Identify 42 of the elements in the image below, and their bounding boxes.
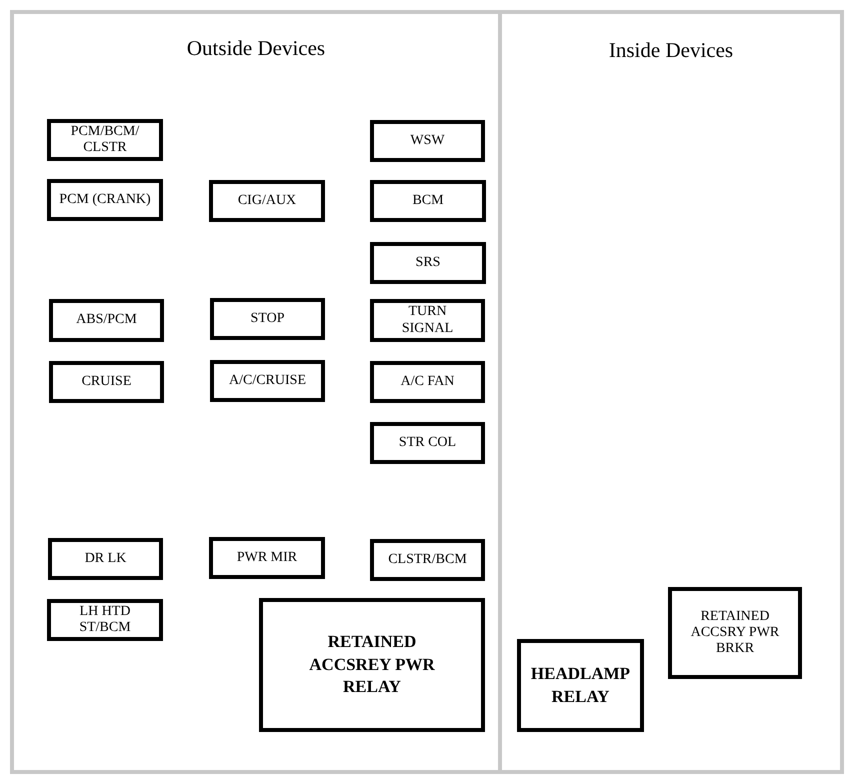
- fuse-box: [209, 537, 325, 579]
- fuse-box: [210, 360, 325, 402]
- box-label: CIG/AUX: [238, 192, 296, 210]
- fuse-box: [47, 599, 163, 641]
- fuse-box: [370, 242, 486, 284]
- box-label: STR COL: [398, 434, 456, 452]
- box-label: ABS/PCM: [76, 312, 137, 329]
- box-label: DR LK: [84, 550, 126, 568]
- fuse-box: [259, 598, 485, 732]
- fuse-box: [49, 361, 164, 403]
- box-label: A/C FAN: [400, 374, 454, 390]
- fuse-box: [668, 587, 802, 679]
- box-label: WSW: [410, 132, 445, 150]
- box-label: PWR MIR: [236, 550, 298, 566]
- fuse-box: [370, 180, 486, 222]
- box-label: CRUISE: [82, 374, 132, 390]
- fuse-box: [517, 639, 644, 732]
- box-label: TURN SIGNAL: [400, 304, 454, 337]
- box-label: RETAINED ACCSREY PWR RELAY: [308, 630, 436, 698]
- fuse-box: [370, 361, 485, 403]
- fuse-box: [49, 299, 164, 342]
- fuse-box: [48, 538, 163, 580]
- fuse-box: [370, 299, 485, 342]
- fuse-box: [209, 180, 325, 222]
- box-label: STOP: [250, 310, 284, 328]
- fuse-box: [210, 298, 325, 340]
- box-label: PCM/BCM/ CLSTR: [70, 124, 140, 156]
- fuse-box: [47, 119, 163, 161]
- fuse-box: [370, 539, 485, 581]
- fuse-box: [370, 422, 485, 464]
- panel-heading: Outside Devices: [186, 36, 326, 61]
- box-label: SRS: [416, 254, 440, 272]
- box-label: RETAINED ACCSRY PWR BRKR: [690, 608, 780, 658]
- box-label: PCM (CRANK): [59, 192, 151, 208]
- fuse-box: [47, 179, 163, 221]
- fuse-box: [370, 120, 485, 162]
- box-label: HEADLAMP RELAY: [530, 662, 632, 708]
- box-label: CLSTR/BCM: [388, 552, 467, 568]
- box-label: BCM: [412, 192, 444, 210]
- panel-heading: Inside Devices: [608, 38, 734, 63]
- box-label: A/C/CRUISE: [228, 372, 306, 390]
- box-label: LH HTD ST/BCM: [78, 604, 132, 636]
